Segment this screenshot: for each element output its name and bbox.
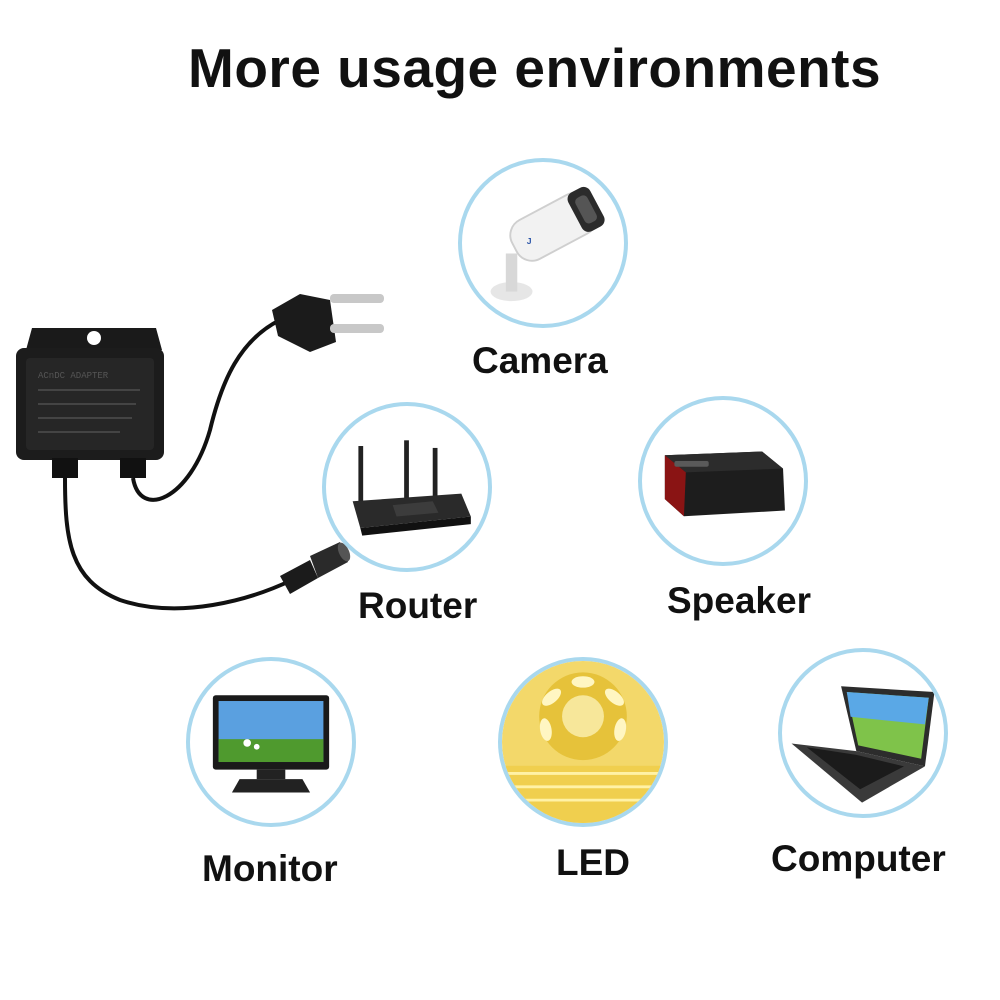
router-label: Router	[358, 585, 478, 626]
router-circle[interactable]	[322, 402, 492, 572]
svg-text:J: J	[527, 236, 532, 246]
led-strip-icon	[502, 661, 664, 823]
monitor-circle[interactable]	[186, 657, 356, 827]
laptop-icon	[791, 686, 935, 803]
adapter-label-text: ACnDC ADAPTER	[38, 371, 109, 381]
led-circle[interactable]	[498, 657, 668, 827]
led-label: LED	[556, 842, 630, 883]
computer-circle[interactable]	[778, 648, 948, 818]
speaker-label: Speaker	[667, 580, 811, 621]
computer-label: Computer	[771, 838, 946, 879]
power-adapter-icon: ACnDC ADAPTER	[10, 280, 400, 620]
page-title: More usage environments	[188, 37, 882, 99]
camera-label: Camera	[472, 340, 608, 381]
monitor-icon	[212, 695, 330, 793]
speaker-circle[interactable]	[638, 396, 808, 566]
camera-icon: J	[490, 186, 605, 302]
camera-circle[interactable]: J	[458, 158, 628, 328]
speaker-icon	[664, 451, 785, 517]
router-icon	[352, 440, 471, 536]
monitor-label: Monitor	[202, 848, 338, 889]
